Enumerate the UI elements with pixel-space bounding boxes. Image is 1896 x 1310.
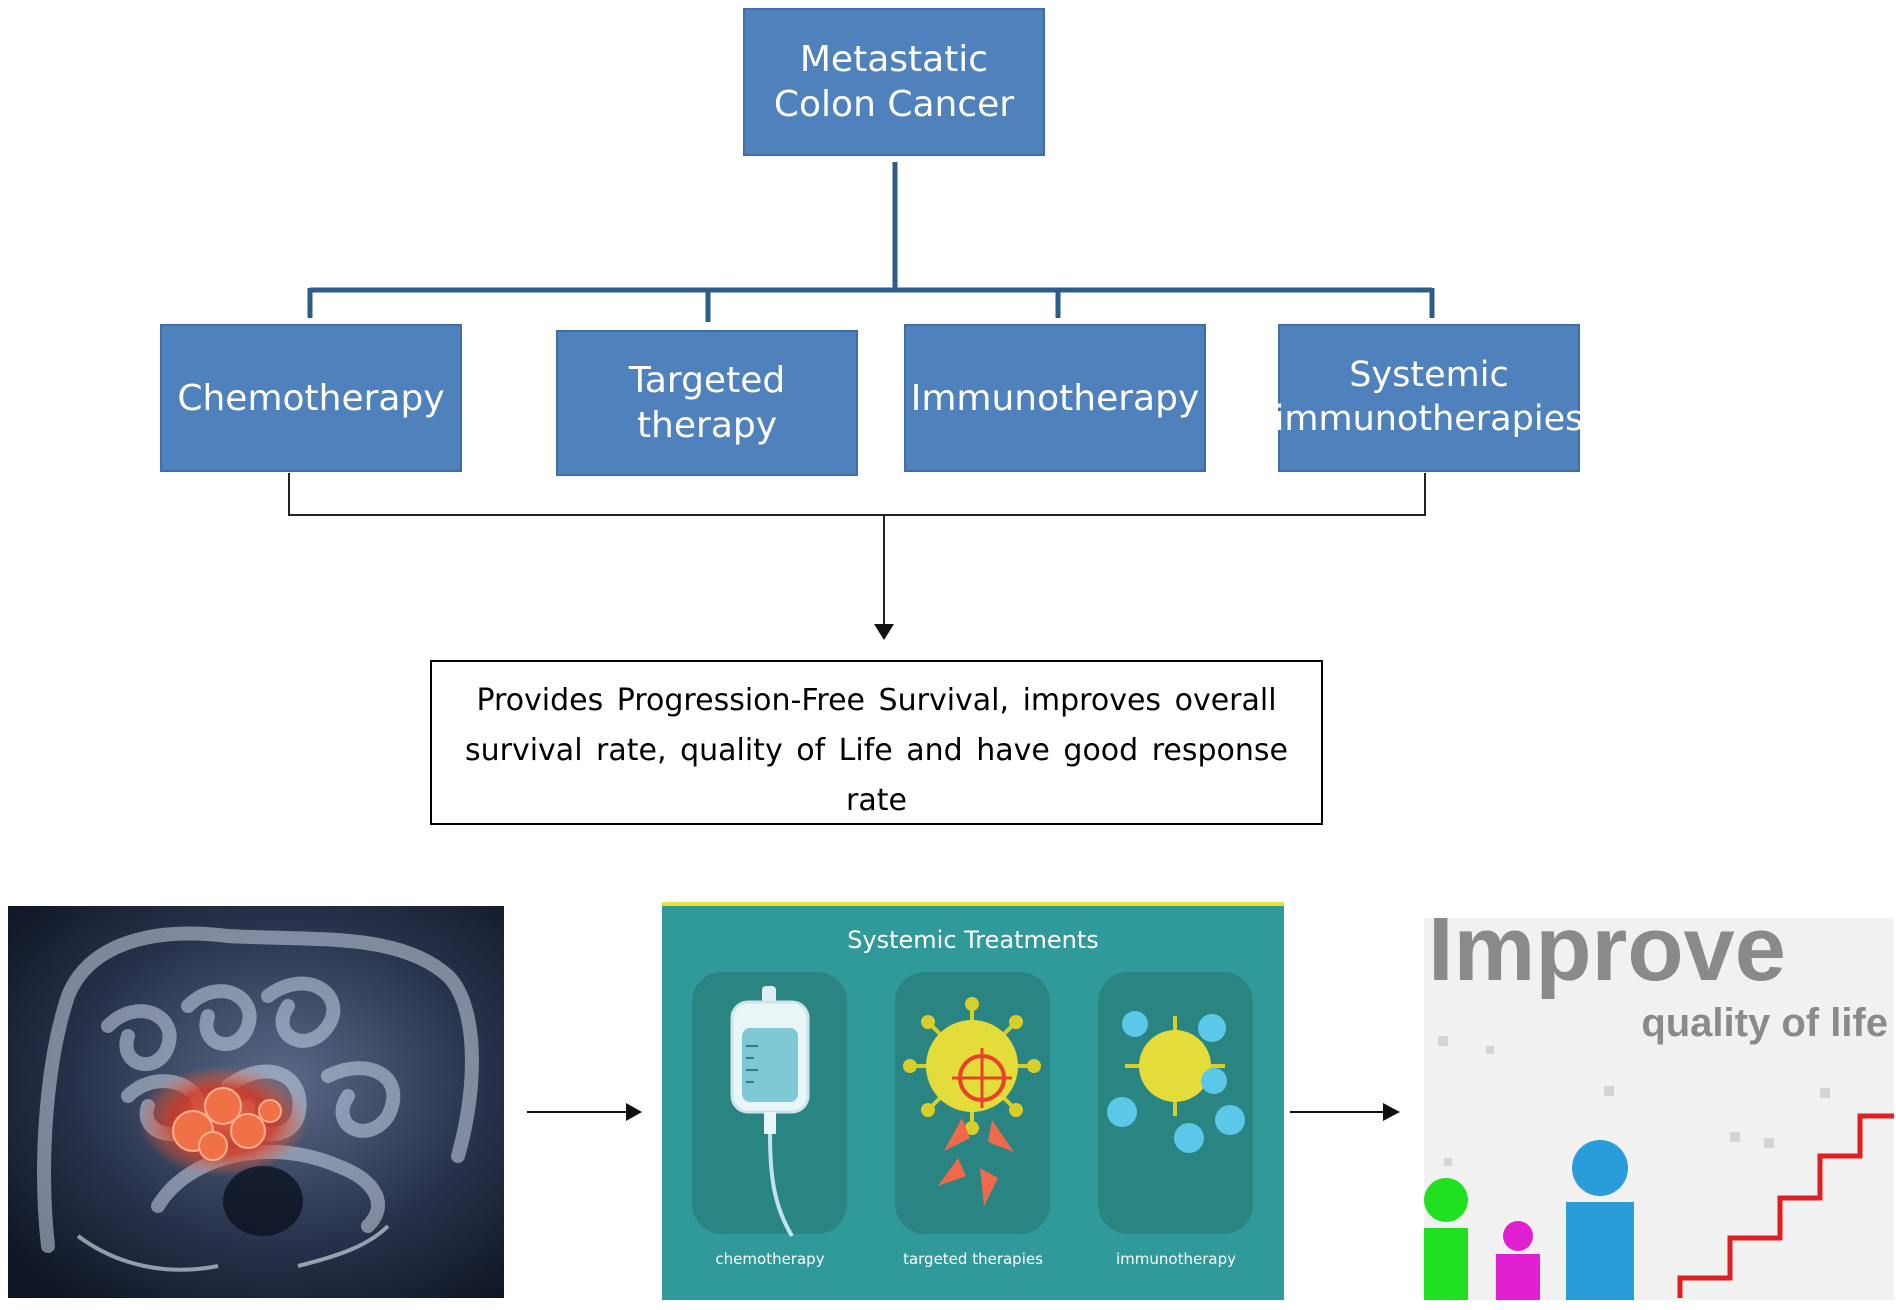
treatment-targeted-therapy: Targeted therapy <box>556 330 858 476</box>
outcome-box: Provides Progression-Free Survival, impr… <box>430 660 1323 825</box>
improve-title: Improve <box>1428 918 1786 1000</box>
panel-label-chemotherapy: chemotherapy <box>715 1250 824 1268</box>
panel-label-immunotherapy: immunotherapy <box>1116 1250 1236 1268</box>
treatment-immunotherapy: Immunotherapy <box>904 324 1206 472</box>
root-node-label: Metastatic Colon Cancer <box>773 39 1015 125</box>
targeted-virus-icon <box>903 997 1041 1206</box>
treatment-label: Targeted therapy <box>628 360 786 446</box>
improve-subtitle: quality of life <box>1641 1001 1888 1045</box>
people-icon <box>1424 1140 1634 1300</box>
treatment-label: Systemic immunotherapies <box>1274 355 1584 439</box>
growth-stairs-icon <box>1677 1113 1894 1298</box>
treatment-systemic-immunotherapies: Systemic immunotherapies <box>1275 324 1583 472</box>
improve-quality-panel: Improve quality of life <box>1424 918 1894 1300</box>
root-node: Metastatic Colon Cancer <box>743 8 1045 156</box>
treatment-label: Chemotherapy <box>177 377 445 419</box>
outcome-text: Provides Progression-Free Survival, impr… <box>464 683 1288 818</box>
colon-illustration <box>8 906 504 1298</box>
treatment-chemotherapy: Chemotherapy <box>160 324 462 472</box>
systemic-panel-title: Systemic Treatments <box>847 926 1099 954</box>
systemic-treatments-panel: Systemic Treatments <box>662 902 1284 1300</box>
immune-cells-icon <box>1107 1011 1245 1153</box>
panel-label-targeted-therapies: targeted therapies <box>903 1250 1043 1268</box>
iv-bag-icon <box>730 986 810 1238</box>
treatment-label: Immunotherapy <box>910 377 1200 419</box>
